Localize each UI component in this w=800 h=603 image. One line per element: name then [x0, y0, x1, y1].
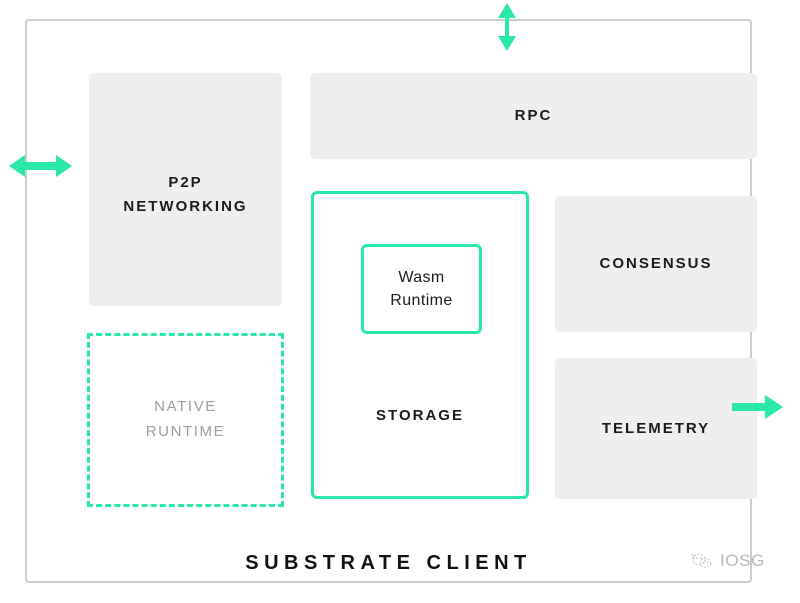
- module-native-runtime: NATIVE RUNTIME: [87, 333, 284, 507]
- module-storage-label: STORAGE: [376, 407, 464, 424]
- native-label-line2: RUNTIME: [145, 423, 226, 440]
- rpc-external-arrow-icon: [498, 3, 516, 51]
- substrate-client-title: SUBSTRATE CLIENT: [245, 552, 532, 574]
- module-p2p-networking-label: P2P NETWORKING: [123, 171, 247, 218]
- p2p-external-arrow-icon: [9, 155, 72, 177]
- module-p2p-networking: P2P NETWORKING: [89, 73, 282, 306]
- p2p-label-line1: P2P: [168, 174, 203, 192]
- module-telemetry-label: TELEMETRY: [601, 419, 711, 437]
- module-telemetry: TELEMETRY: [555, 358, 757, 499]
- telemetry-external-arrow-icon: [732, 395, 783, 419]
- p2p-label-line2: NETWORKING: [123, 197, 248, 215]
- module-rpc-label: RPC: [514, 107, 553, 125]
- wechat-icon: [690, 553, 712, 568]
- substrate-client-frame: P2P NETWORKING RPC CONSENSUS TELEMETRY Wa…: [25, 19, 757, 583]
- watermark-text: IOSG: [720, 551, 765, 570]
- module-consensus-label: CONSENSUS: [599, 255, 713, 273]
- native-label-line1: NATIVE: [154, 398, 217, 416]
- wasm-label-line1: Wasm: [398, 268, 445, 286]
- module-consensus: CONSENSUS: [555, 196, 757, 332]
- module-rpc: RPC: [310, 73, 757, 159]
- wasm-label-line2: Runtime: [390, 292, 453, 309]
- module-native-runtime-label: NATIVE RUNTIME: [146, 395, 226, 445]
- watermark: IOSG: [690, 551, 765, 571]
